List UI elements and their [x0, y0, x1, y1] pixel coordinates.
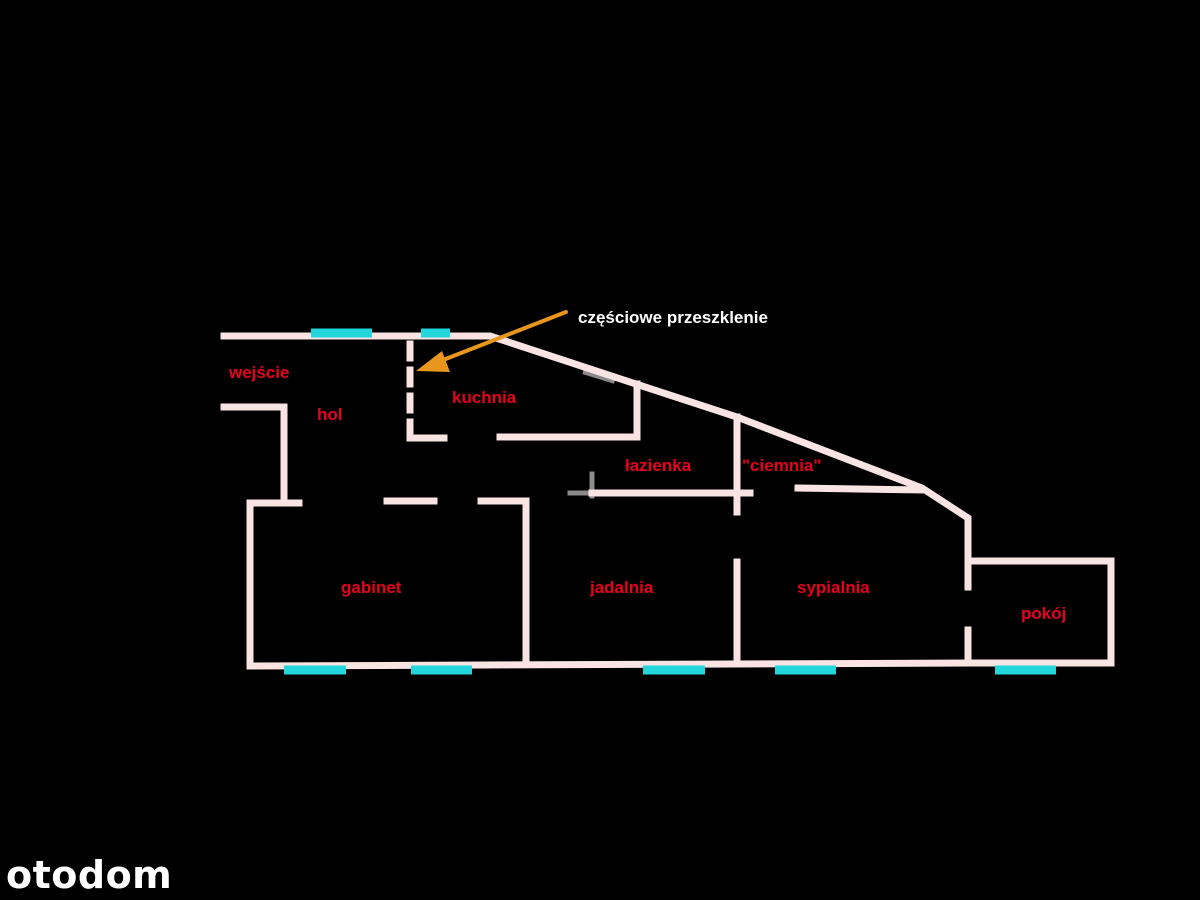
walls	[220, 332, 1115, 670]
outer-wall-pokoj	[964, 557, 1115, 667]
room-label-hol: hol	[317, 405, 343, 424]
wall-ciemnia-bottom	[794, 484, 926, 494]
room-label-jadalnia: jadalnia	[589, 578, 654, 597]
wall-hol-left	[220, 403, 288, 507]
room-label-pokoj: pokój	[1021, 604, 1066, 623]
outer-wall-top	[220, 332, 972, 591]
room-labels: wejście hol kuchnia łazienka "ciemnia" g…	[228, 363, 1066, 623]
room-label-ciemnia: "ciemnia"	[742, 456, 821, 475]
room-label-kuchnia: kuchnia	[452, 388, 517, 407]
wall-gabinet-right	[477, 497, 530, 666]
wall-gabinet-left	[246, 499, 303, 670]
outer-wall-bottom	[246, 659, 972, 670]
wall-kuchnia-bottom	[496, 380, 641, 441]
windows	[284, 328, 1056, 675]
faint-wall	[582, 368, 616, 384]
room-label-wejscie: wejście	[228, 363, 290, 382]
watermark-logo: otodom	[6, 853, 172, 897]
room-label-gabinet: gabinet	[341, 578, 402, 597]
arrow-icon	[416, 310, 568, 372]
room-label-lazienka: łazienka	[625, 456, 692, 475]
annotation-label: częściowe przeszklenie	[578, 308, 768, 327]
room-label-sypialnia: sypialnia	[797, 578, 870, 597]
